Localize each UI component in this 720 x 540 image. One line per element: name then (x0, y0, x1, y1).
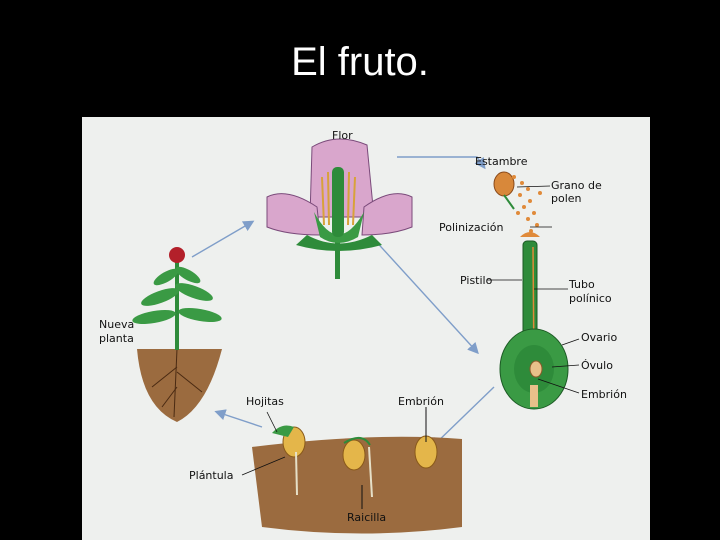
label-embrion-bottom: Embrión (398, 395, 444, 408)
label-grano-de: Grano de (551, 179, 602, 192)
arrow-pistilo-to-flor (371, 236, 479, 355)
diagram-canvas: Flor Estambre Grano de polen Polinizació… (82, 117, 650, 540)
label-plantula: Plántula (189, 469, 233, 482)
label-polinizacion: Polinización (439, 221, 503, 234)
label-embrion-right: Embrión (581, 388, 627, 401)
arrow-flor-to-estambre (397, 156, 486, 170)
label-polinico: polínico (569, 292, 612, 305)
label-ovario: Ovario (581, 331, 617, 344)
germination-illustration (252, 407, 462, 534)
label-estambre: Estambre (475, 155, 528, 168)
label-flor: Flor (332, 129, 353, 142)
label-hojitas: Hojitas (246, 395, 284, 408)
label-planta: planta (99, 332, 134, 345)
flower-illustration (266, 138, 413, 279)
leader-lines (241, 185, 580, 476)
arrow-plantula-to-planta (214, 409, 263, 428)
stamen-illustration (493, 171, 542, 233)
label-tubo: Tubo (568, 278, 595, 291)
pollen-grains (512, 175, 542, 233)
label-polen: polen (551, 192, 582, 205)
arrow-planta-to-flor (191, 220, 255, 258)
plant-life-cycle-diagram: Flor Estambre Grano de polen Polinizació… (82, 117, 650, 540)
flower-stem (335, 237, 340, 279)
cycle-arrows (191, 156, 495, 449)
label-ovulo: Óvulo (581, 359, 613, 372)
slide-title: El fruto. (291, 40, 429, 84)
label-pistilo: Pistilo (460, 274, 493, 287)
new-plant-illustration (132, 247, 222, 422)
label-nueva: Nueva (99, 318, 134, 331)
arrow-ovario-to-semilla (429, 386, 495, 449)
label-raicilla: Raicilla (347, 511, 386, 524)
